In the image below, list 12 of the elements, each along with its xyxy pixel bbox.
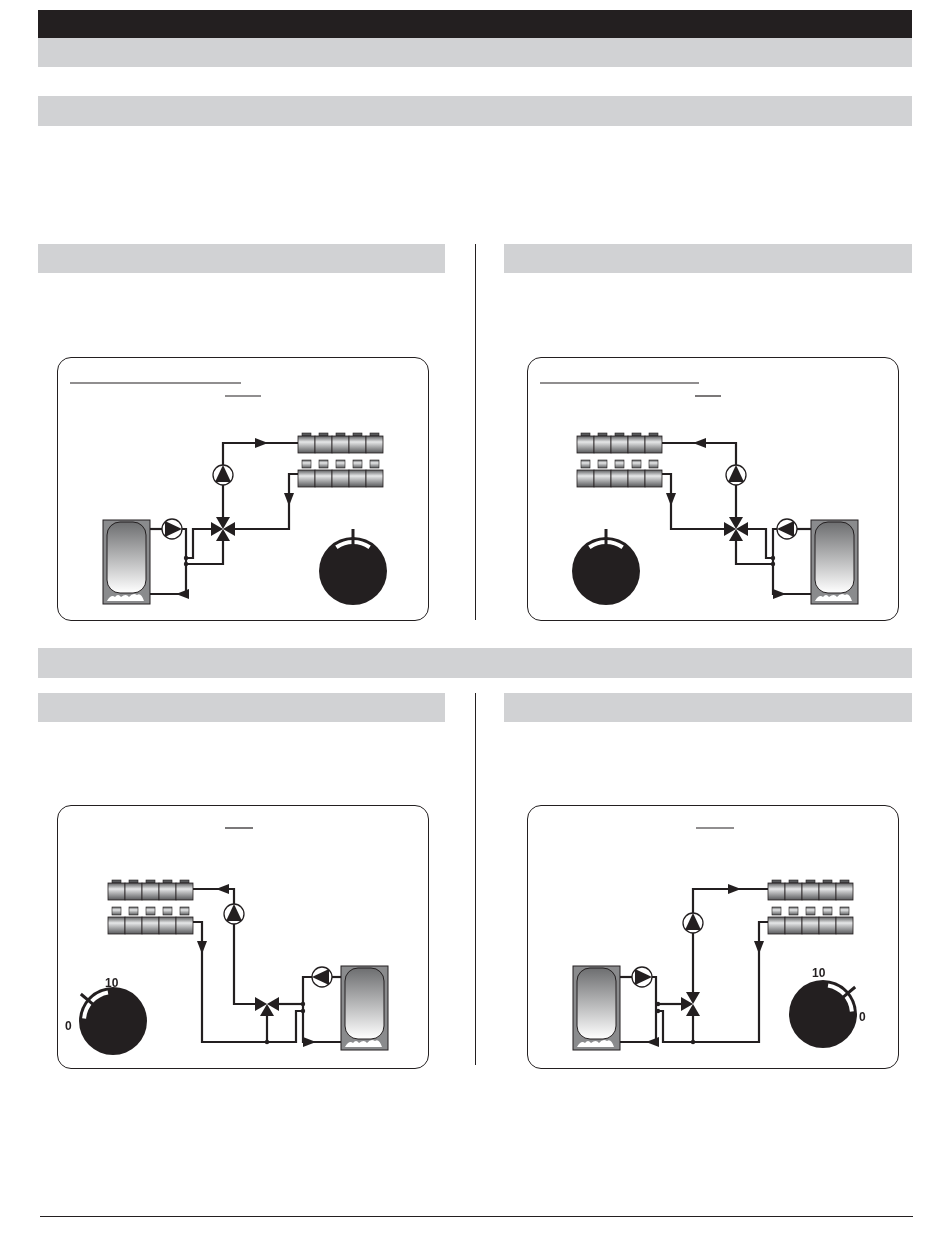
header-bar	[38, 10, 912, 38]
subsection-bar	[504, 693, 912, 722]
dial-scale-label: 10	[105, 977, 119, 989]
dial-scale-label: 0	[65, 1020, 72, 1032]
dial-scale-label: 0	[859, 1011, 866, 1023]
section-bar	[38, 648, 912, 678]
subsection-bar	[38, 693, 445, 722]
section-bar	[38, 96, 912, 126]
subsection-bar	[504, 244, 912, 273]
dial-scale-label: 10	[812, 967, 826, 979]
title-bar	[38, 38, 912, 67]
subsection-bar	[38, 244, 445, 273]
